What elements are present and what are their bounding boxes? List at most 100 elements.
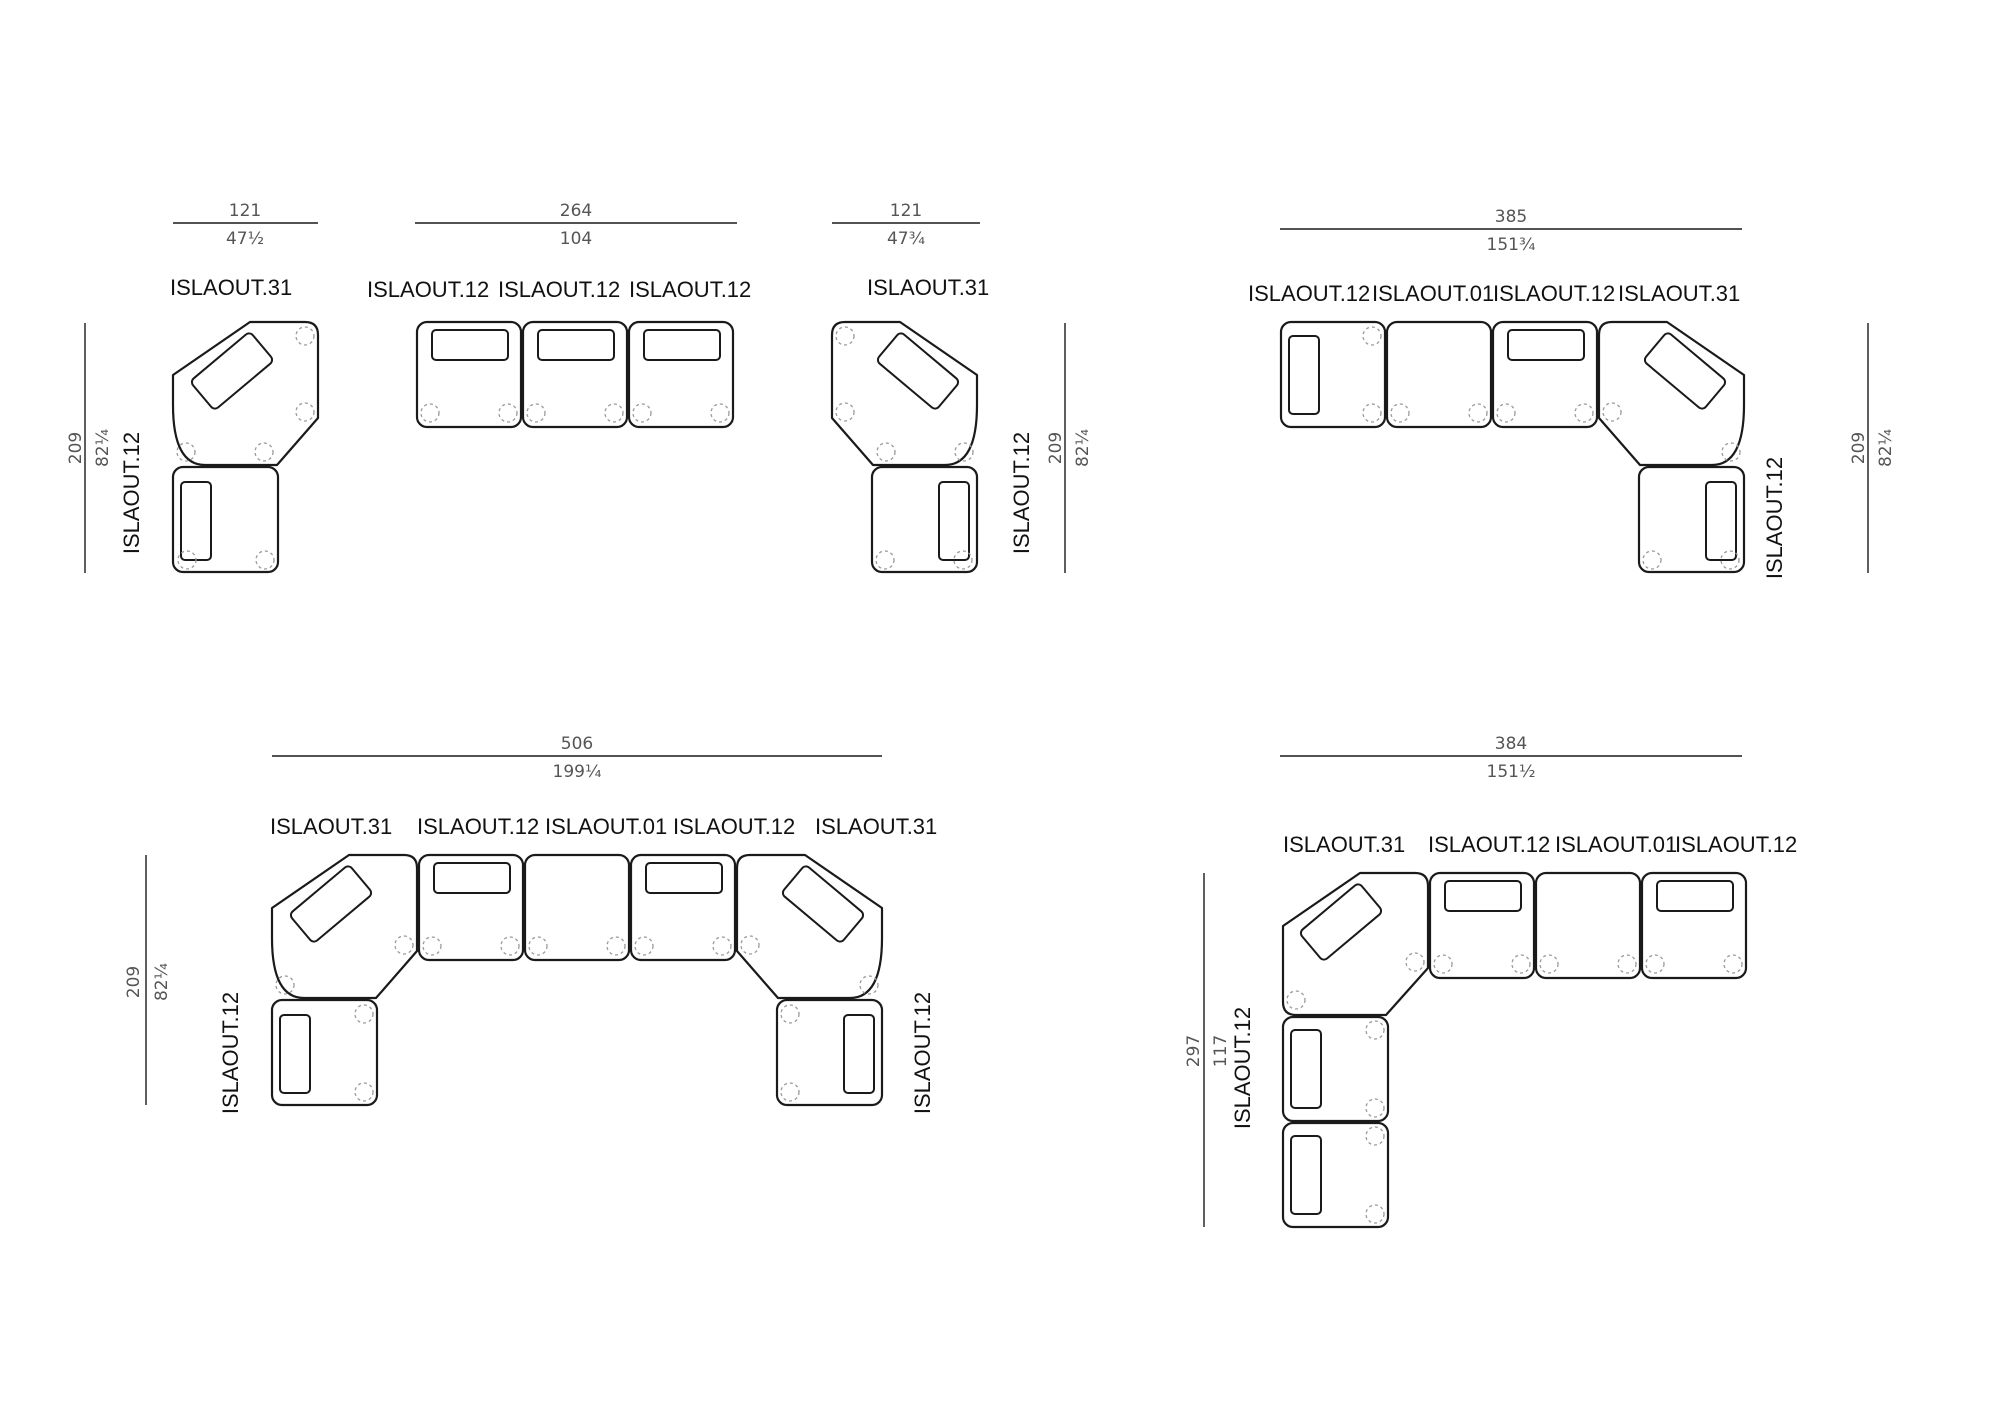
leg-mark — [1362, 403, 1382, 423]
module-label: ISLAOUT.12 — [417, 814, 539, 839]
dim-width-cm: 121 — [229, 201, 261, 221]
sofa-module — [870, 465, 979, 574]
dim-depth-in: 117 — [1211, 1035, 1231, 1067]
armrest-cushion — [938, 481, 970, 561]
module-label: ISLAOUT.31 — [1283, 832, 1405, 857]
armrest-cushion — [1290, 1029, 1322, 1109]
module-label: ISLAOUT.31 — [1618, 281, 1740, 306]
module-label: ISLAOUT.12 — [119, 432, 144, 554]
module-label: ISLAOUT.31 — [815, 814, 937, 839]
dim-width-cm: 121 — [890, 201, 922, 221]
leg-mark — [835, 326, 855, 346]
leg-mark — [1574, 403, 1594, 423]
dim-width-cm: 384 — [1495, 734, 1527, 754]
dim-depth-in: 82¼ — [152, 963, 172, 1001]
leg-mark — [953, 550, 973, 570]
leg-mark — [634, 936, 654, 956]
module-label: ISLAOUT.12 — [498, 277, 620, 302]
leg-mark — [1720, 550, 1740, 570]
sofa-module — [1428, 871, 1536, 980]
sofa-module — [627, 320, 735, 429]
sofa-module — [523, 853, 631, 962]
armrest-cushion — [180, 481, 212, 561]
module-label: ISLAOUT.12 — [1230, 1007, 1255, 1129]
dim-depth-cm: 209 — [124, 966, 144, 998]
sofa-module — [415, 320, 523, 429]
sofa-module — [629, 853, 737, 962]
backrest-cushion — [645, 862, 723, 894]
dim-width-in: 199¼ — [553, 762, 602, 782]
backrest-cushion — [1299, 883, 1383, 961]
sofa-module-corner — [1597, 320, 1746, 467]
sofa-module-corner — [735, 853, 884, 1000]
module-label: ISLAOUT.12 — [910, 992, 935, 1114]
armrest-cushion — [279, 1014, 311, 1094]
sofa-module — [270, 998, 379, 1107]
leg-mark — [1365, 1204, 1385, 1224]
sofa-module-corner — [270, 853, 419, 1000]
module-label: ISLAOUT.12 — [629, 277, 751, 302]
leg-mark — [394, 935, 414, 955]
backrest-cushion — [1507, 329, 1585, 361]
dim-depth-in: 82¼ — [1073, 429, 1093, 467]
backrest-cushion — [1444, 880, 1522, 912]
sofa-module-corner — [171, 320, 320, 467]
module-label: ISLAOUT.12 — [218, 992, 243, 1114]
leg-mark — [1723, 954, 1743, 974]
armrest-cushion — [843, 1014, 875, 1094]
leg-mark — [875, 550, 895, 570]
leg-mark — [1617, 954, 1637, 974]
leg-mark — [354, 1004, 374, 1024]
dim-width-in: 47¾ — [887, 229, 925, 249]
config-straight-three: 264 104 ISLAOUT.12 ISLAOUT.12 ISLAOUT.12 — [367, 201, 751, 429]
sofa-module — [1637, 465, 1746, 574]
leg-mark — [1362, 326, 1382, 346]
leg-mark — [295, 326, 315, 346]
module-label: ISLAOUT.12 — [1675, 832, 1797, 857]
leg-mark — [1511, 954, 1531, 974]
leg-mark — [1433, 954, 1453, 974]
module-label: ISLAOUT.12 — [1493, 281, 1615, 306]
leg-mark — [780, 1082, 800, 1102]
leg-mark — [1365, 1098, 1385, 1118]
sofa-module — [171, 465, 280, 574]
leg-mark — [710, 403, 730, 423]
module-label: ISLAOUT.12 — [673, 814, 795, 839]
module-label: ISLAOUT.12 — [367, 277, 489, 302]
leg-mark — [1468, 403, 1488, 423]
module-label: ISLAOUT.01 — [545, 814, 667, 839]
config-u-shape: 506 199¼ ISLAOUT.31 ISLAOUT.12 ISLAOUT.0… — [124, 734, 937, 1114]
leg-mark — [176, 442, 196, 462]
dim-width-cm: 506 — [561, 734, 593, 754]
leg-mark — [1390, 403, 1410, 423]
module-label: ISLAOUT.31 — [270, 814, 392, 839]
module-label: ISLAOUT.12 — [1248, 281, 1370, 306]
sofa-module — [1534, 871, 1642, 980]
leg-mark — [498, 403, 518, 423]
dim-depth-in: 82¼ — [1876, 429, 1896, 467]
dim-width-cm: 385 — [1495, 207, 1527, 227]
config-corner-right: 121 47¾ ISLAOUT.31 209 82¼ ISLAOUT.12 — [830, 201, 1093, 574]
leg-mark — [954, 442, 974, 462]
leg-mark — [1365, 1126, 1385, 1146]
config-long-corner: 385 151¾ ISLAOUT.12 ISLAOUT.01 ISLAOUT.1… — [1248, 207, 1896, 579]
leg-mark — [1539, 954, 1559, 974]
module-label: ISLAOUT.31 — [170, 275, 292, 300]
sofa-module-corner — [1281, 871, 1430, 1017]
sofa-module — [775, 998, 884, 1107]
leg-mark — [354, 1082, 374, 1102]
dim-width-in: 151¾ — [1487, 235, 1536, 255]
backrest-cushion — [433, 862, 511, 894]
backrest-cushion — [781, 865, 865, 943]
dim-depth-cm: 209 — [1849, 432, 1869, 464]
sofa-module — [1385, 320, 1493, 429]
dim-width-in: 151½ — [1487, 762, 1536, 782]
leg-mark — [1496, 403, 1516, 423]
module-label: ISLAOUT.31 — [867, 275, 989, 300]
leg-mark — [1721, 442, 1741, 462]
leg-mark — [177, 550, 197, 570]
leg-mark — [255, 550, 275, 570]
leg-mark — [275, 975, 295, 995]
armrest-cushion — [1705, 481, 1737, 561]
module-label: ISLAOUT.12 — [1762, 457, 1787, 579]
